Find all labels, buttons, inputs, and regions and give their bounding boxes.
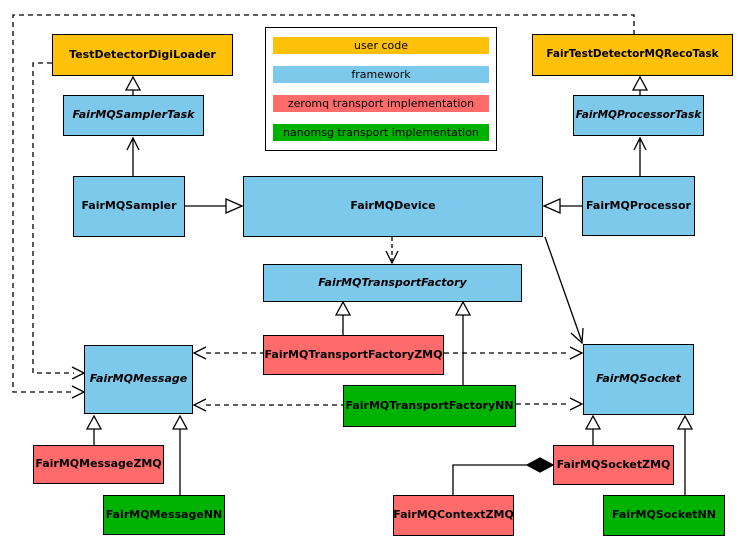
legend-label: nanomsg transport implementation <box>283 126 479 139</box>
inheritance-arrow-socketnn <box>676 414 694 495</box>
class-box-fairtestdetectormqrecotask: FairTestDetectorMQRecoTask <box>532 34 733 76</box>
class-label: TestDetectorDigiLoader <box>69 47 216 61</box>
class-box-fairmqcontextzmq: FairMQContextZMQ <box>393 495 514 536</box>
dependency-arrow-factorynn-message <box>192 398 343 412</box>
legend-label: framework <box>351 68 411 81</box>
class-label: FairMQTransportFactoryZMQ <box>264 347 443 361</box>
inheritance-arrow-recotask <box>631 75 649 95</box>
class-box-fairmqsocket: FairMQSocket <box>583 344 694 415</box>
class-label: FairMQMessageZMQ <box>35 457 162 471</box>
class-box-fairmqdevice: FairMQDevice <box>243 176 543 237</box>
class-label: FairMQProcessor <box>586 198 691 212</box>
class-box-fairmqtransportfactory: FairMQTransportFactory <box>263 264 522 302</box>
class-box-fairmqmessagenn: FairMQMessageNN <box>103 495 225 535</box>
class-box-fairmqsocketzmq: FairMQSocketZMQ <box>553 445 674 485</box>
class-label: FairMQSamplerTask <box>72 108 195 122</box>
inheritance-arrow-messagenn <box>171 414 189 495</box>
class-label: FairMQDevice <box>350 199 436 213</box>
class-label: FairMQTransportFactoryNN <box>345 398 514 412</box>
class-box-fairmqsocketnn: FairMQSocketNN <box>603 495 725 536</box>
class-box-fairmqprocessortask: FairMQProcessorTask <box>573 95 704 136</box>
class-label: FairMQProcessorTask <box>575 108 702 121</box>
dependency-arrow-device-factory <box>385 237 399 265</box>
dependency-arrow-factoryzmq-message <box>192 346 263 360</box>
class-box-fairmqmessage: FairMQMessage <box>84 345 193 414</box>
class-label: FairMQSocketZMQ <box>556 457 671 471</box>
association-arrow-processor-processortask <box>633 136 647 176</box>
class-label: FairMQMessageNN <box>105 507 223 521</box>
legend-item-framework: framework <box>273 66 489 83</box>
legend-box: user code framework zeromq transport imp… <box>265 27 497 151</box>
class-box-fairmqsamplertask: FairMQSamplerTask <box>63 95 204 136</box>
class-label: FairMQMessage <box>89 372 188 386</box>
legend-label: zeromq transport implementation <box>287 97 475 110</box>
class-label: FairMQContextZMQ <box>393 508 514 522</box>
class-label: FairMQTransportFactory <box>318 275 467 289</box>
inheritance-arrow-sampler-device <box>185 198 244 214</box>
composition-link-socketzmq-contextzmq <box>452 457 555 495</box>
inheritance-arrow-messagezmq <box>85 414 103 445</box>
inheritance-arrow-digiloader <box>124 75 142 95</box>
association-arrow-sampler-samplertask <box>126 136 140 176</box>
association-arrow-device-socket <box>544 236 584 345</box>
dependency-arrow-factorynn-socket <box>516 397 584 411</box>
class-label: FairTestDetectorMQRecoTask <box>546 48 719 61</box>
dependency-arrow-factoryzmq-socket <box>444 346 584 360</box>
legend-item-nanomsg: nanomsg transport implementation <box>273 124 489 141</box>
legend-item-zeromq: zeromq transport implementation <box>273 95 489 112</box>
inheritance-arrow-processor-device <box>542 198 582 214</box>
legend-label: user code <box>353 39 409 52</box>
class-label: FairMQSocket <box>596 372 681 386</box>
class-label: FairMQSocketNN <box>612 508 716 522</box>
inheritance-arrow-socketzmq <box>584 414 602 445</box>
inheritance-arrow-factoryzmq <box>334 300 352 335</box>
class-box-fairmqmessagezmq: FairMQMessageZMQ <box>33 445 164 484</box>
legend-item-user-code: user code <box>273 37 489 54</box>
class-box-fairmqtransportfactorynn: FairMQTransportFactoryNN <box>343 385 516 427</box>
class-box-fairmqsampler: FairMQSampler <box>73 176 185 237</box>
inheritance-arrow-factorynn <box>454 300 472 385</box>
class-label: FairMQSampler <box>81 199 177 213</box>
class-box-fairmqprocessor: FairMQProcessor <box>582 176 695 236</box>
class-box-testdetectordigiloader: TestDetectorDigiLoader <box>52 34 233 76</box>
class-box-fairmqtransportfactoryzmq: FairMQTransportFactoryZMQ <box>263 335 444 375</box>
